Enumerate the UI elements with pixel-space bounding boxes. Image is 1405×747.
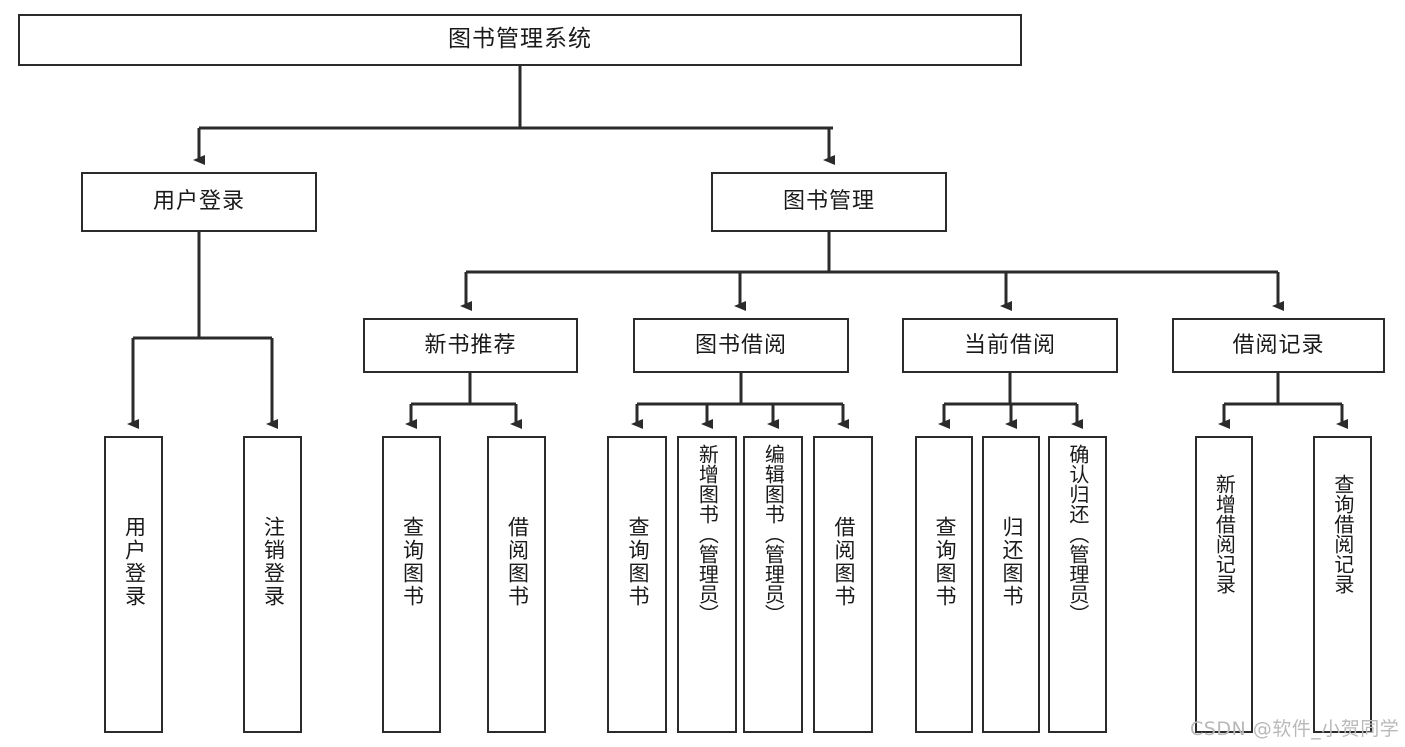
node-label: 新增借阅记录 <box>1212 474 1237 594</box>
node-label: 查询图书 <box>400 516 425 608</box>
node-book-management[interactable]: 图书管理 <box>711 172 947 232</box>
node-leaf-edit-book[interactable]: 编辑图书（管理员） <box>743 436 803 733</box>
node-label: 归还图书 <box>999 516 1024 608</box>
node-leaf-query-book-3[interactable]: 查询图书 <box>915 436 973 733</box>
node-label: 查询图书 <box>625 516 650 608</box>
node-label: 注销登录 <box>261 516 286 608</box>
node-leaf-query-record[interactable]: 查询借阅记录 <box>1313 436 1372 733</box>
node-leaf-confirm-return[interactable]: 确认归还（管理员） <box>1048 436 1107 733</box>
node-label: 查询图书 <box>932 516 957 608</box>
node-label: 借阅记录 <box>1232 332 1325 358</box>
node-leaf-borrow-book-1[interactable]: 借阅图书 <box>487 436 546 733</box>
node-user-login[interactable]: 用户登录 <box>81 172 317 232</box>
node-new-book-recommend[interactable]: 新书推荐 <box>363 318 578 373</box>
node-label: 用户登录 <box>122 516 147 608</box>
node-current-borrow[interactable]: 当前借阅 <box>902 318 1118 373</box>
node-label: 查询借阅记录 <box>1330 474 1355 594</box>
node-label: 图书管理 <box>782 189 875 215</box>
node-label: 用户登录 <box>152 189 245 215</box>
csdn-watermark: CSDN @软件_小贺同学 <box>1190 718 1400 740</box>
node-leaf-borrow-book-2[interactable]: 借阅图书 <box>813 436 873 733</box>
node-leaf-query-book-2[interactable]: 查询图书 <box>607 436 667 733</box>
node-leaf-user-login[interactable]: 用户登录 <box>104 436 163 733</box>
node-label: 新书推荐 <box>424 332 517 358</box>
node-label: 当前借阅 <box>963 332 1056 358</box>
node-leaf-add-record[interactable]: 新增借阅记录 <box>1195 436 1253 733</box>
node-leaf-return-book[interactable]: 归还图书 <box>982 436 1040 733</box>
node-label: 图书管理系统 <box>448 26 592 53</box>
node-label: 借阅图书 <box>505 516 530 608</box>
node-leaf-query-book-1[interactable]: 查询图书 <box>382 436 441 733</box>
node-root-system[interactable]: 图书管理系统 <box>18 14 1022 66</box>
node-label: 新增图书（管理员） <box>695 444 720 624</box>
node-label: 借阅图书 <box>831 516 856 608</box>
node-label: 确认归还（管理员） <box>1065 444 1090 624</box>
node-label: 图书借阅 <box>694 332 787 358</box>
node-leaf-add-book[interactable]: 新增图书（管理员） <box>677 436 737 733</box>
node-label: 编辑图书（管理员） <box>761 444 786 624</box>
node-borrow-record[interactable]: 借阅记录 <box>1172 318 1385 373</box>
node-book-borrow[interactable]: 图书借阅 <box>633 318 849 373</box>
node-leaf-logout-login[interactable]: 注销登录 <box>243 436 302 733</box>
